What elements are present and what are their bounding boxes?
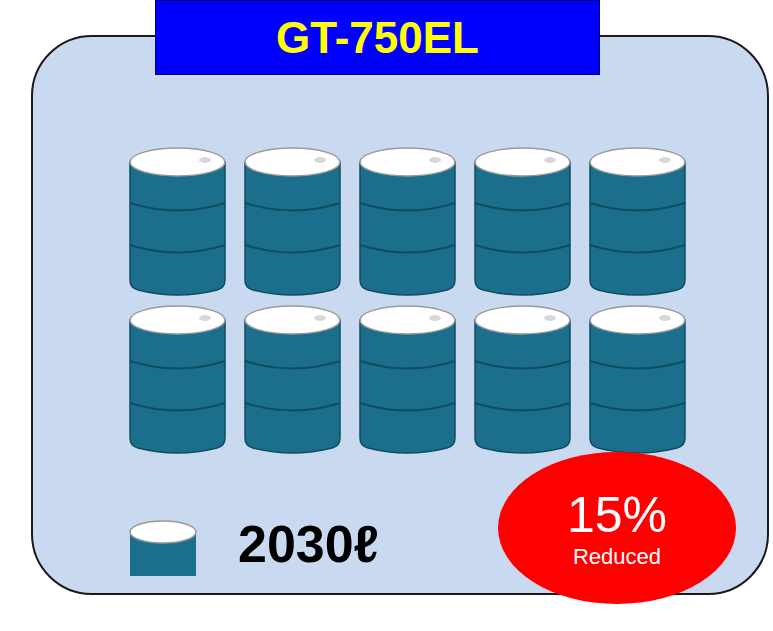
title-text: GT-750EL <box>276 13 479 63</box>
barrel <box>360 148 455 295</box>
volume-label: 2030ℓ <box>238 514 379 574</box>
barrel <box>130 148 225 295</box>
barrel <box>360 306 455 453</box>
barrel <box>590 306 685 453</box>
badge-text: Reduced <box>573 544 661 569</box>
panel <box>32 36 768 594</box>
barrel <box>130 306 225 453</box>
barrel <box>245 148 340 295</box>
barrel <box>590 148 685 295</box>
percent-text: 15% <box>567 487 667 545</box>
reduction-badge: 15%Reduced <box>498 452 736 604</box>
barrel <box>475 148 570 295</box>
small-barrel <box>130 521 196 576</box>
barrel <box>475 306 570 453</box>
title-box: GT-750EL <box>155 0 600 75</box>
barrel <box>245 306 340 453</box>
